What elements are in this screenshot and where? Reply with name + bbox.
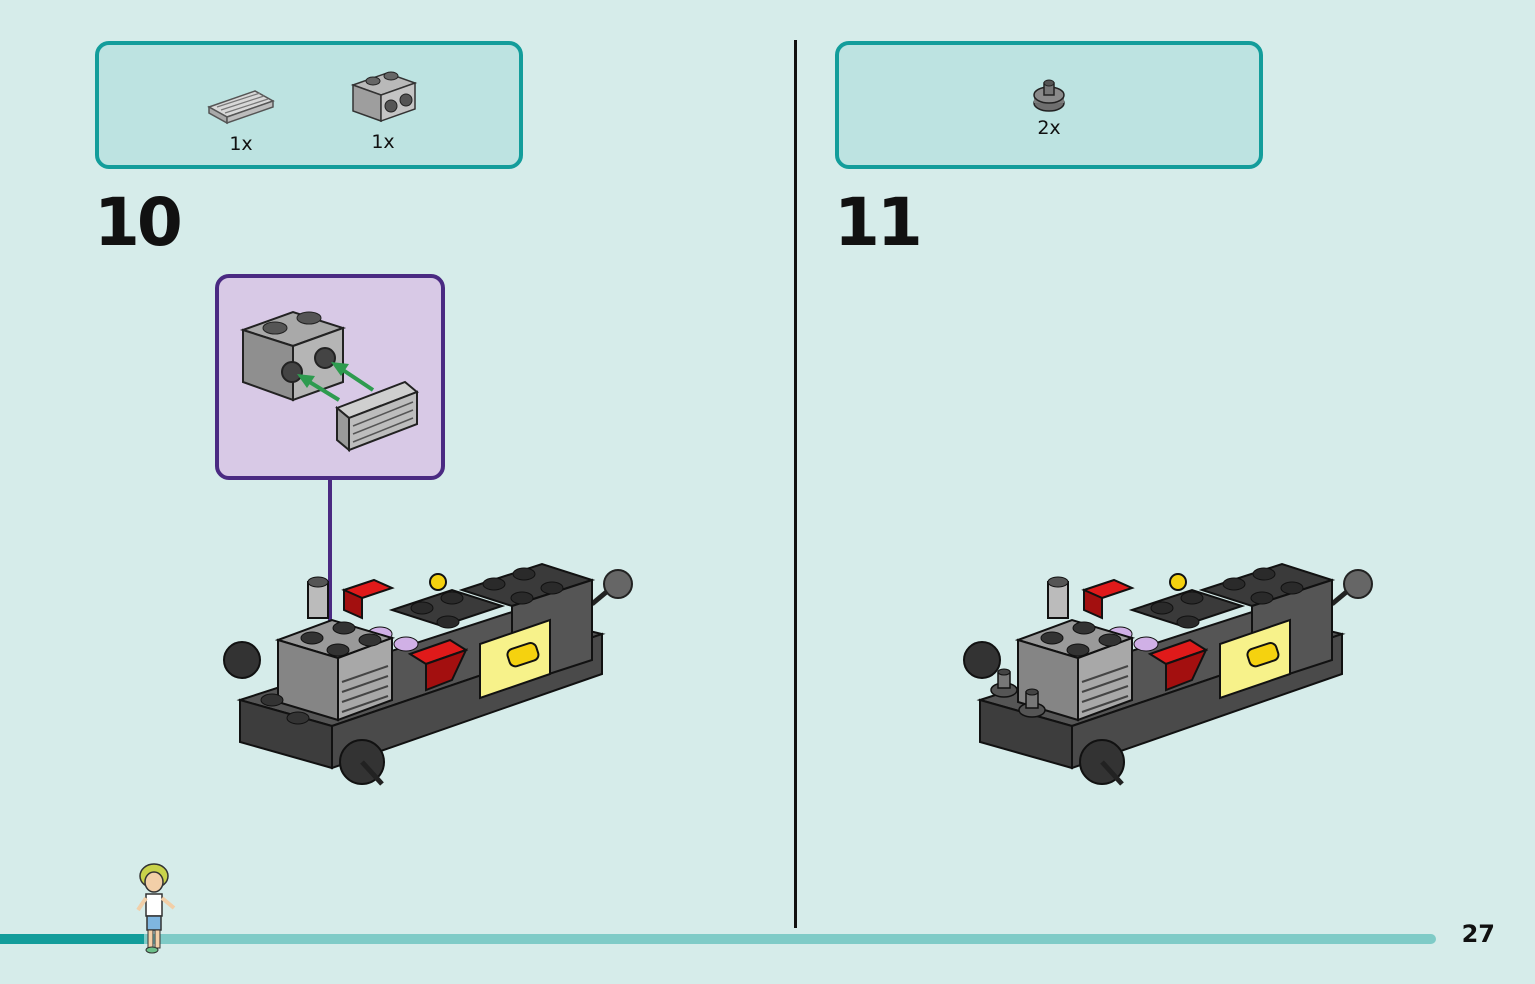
model-assembly-step-10 [223, 562, 633, 786]
brick-side-studs-icon [350, 71, 418, 123]
grille-tile-icon [207, 90, 275, 125]
round-plate-placed [990, 668, 1018, 698]
parts-list-step-11: 2x [835, 41, 1263, 169]
progress-track [0, 934, 1436, 944]
part-round-plate: 2x [1031, 77, 1067, 139]
part-grille-tile: 1x [205, 83, 277, 155]
minifigure-mascot-icon [136, 863, 176, 954]
round-plate-placed [1018, 688, 1046, 718]
step-number: 10 [94, 184, 183, 261]
progress-fill [0, 934, 144, 944]
part-qty: 1x [371, 131, 395, 153]
model-assembly-step-11 [963, 562, 1373, 786]
parts-list-step-10: 1x 1x [95, 41, 523, 169]
round-plate-icon [1033, 79, 1065, 112]
part-brick-studs-side: 1x [347, 63, 419, 153]
sub-assembly-callout [215, 274, 445, 480]
page-number: 27 [1461, 920, 1495, 948]
part-qty: 2x [1037, 117, 1061, 139]
step-number: 11 [834, 184, 923, 261]
part-qty: 1x [229, 133, 253, 155]
page-divider [794, 40, 797, 928]
sub-assembly-illustration [239, 310, 419, 453]
